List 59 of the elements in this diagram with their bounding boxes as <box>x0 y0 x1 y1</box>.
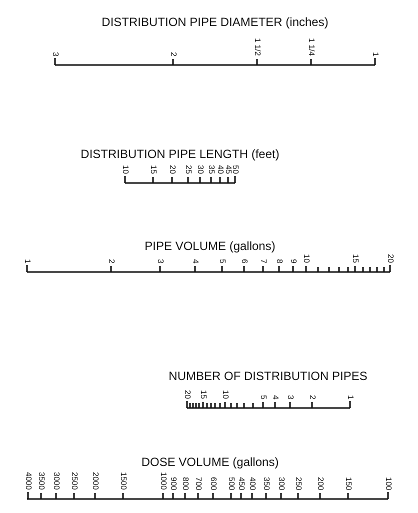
tick-label: 2 <box>308 394 316 399</box>
tick-label: 3 <box>51 52 59 56</box>
tick-label: 6 <box>240 258 248 263</box>
scale-title: DOSE VOLUME (gallons) <box>141 455 279 469</box>
tick-label: 15 <box>351 254 359 263</box>
tick-label: 4 <box>271 394 279 399</box>
tick-label: 20 <box>183 390 191 399</box>
scale-title: DISTRIBUTION PIPE LENGTH (feet) <box>80 147 280 161</box>
tick-label: 300 <box>277 476 285 490</box>
tick-label: 1500 <box>119 472 127 490</box>
tick-label: 15 <box>199 390 207 399</box>
tick-label: 7 <box>259 258 267 263</box>
tick-label: 2 <box>107 258 115 263</box>
tick-label: 20 <box>168 165 176 174</box>
tick-label: 10 <box>121 165 129 174</box>
tick-label: 1 <box>371 52 379 56</box>
tick-label: 3 <box>156 258 164 263</box>
tick-label: 10 <box>221 390 229 399</box>
tick-label: 1 1/2 <box>253 38 261 56</box>
tick-label: 200 <box>316 476 324 490</box>
tick-label: 10 <box>302 254 310 263</box>
tick-label: 400 <box>248 476 256 490</box>
scale-title: NUMBER OF DISTRIBUTION PIPES <box>168 369 368 383</box>
tick-label: 350 <box>262 476 270 490</box>
tick-label: 9 <box>289 258 297 263</box>
tick-label: 50 <box>231 165 239 174</box>
tick-label: 25 <box>184 165 192 174</box>
tick-label: 15 <box>149 165 157 174</box>
tick-label: 40 <box>216 165 224 174</box>
tick-label: 20 <box>386 254 394 263</box>
tick-label: 1000 <box>159 472 167 490</box>
tick-label: 2500 <box>70 472 78 490</box>
tick-label: 800 <box>181 476 189 490</box>
tick-label: 150 <box>344 476 352 490</box>
tick-label: 30 <box>196 165 204 174</box>
tick-label: 3000 <box>52 472 60 490</box>
tick-label: 3500 <box>37 472 45 490</box>
scale-title: DISTRIBUTION PIPE DIAMETER (inches) <box>102 15 328 29</box>
tick-label: 4000 <box>24 472 32 490</box>
tick-label: 450 <box>237 476 245 490</box>
tick-label: 600 <box>209 476 217 490</box>
tick-label: 2 <box>169 52 177 56</box>
tick-label: 700 <box>194 476 202 490</box>
tick-label: 250 <box>294 476 302 490</box>
tick-label: 900 <box>169 476 177 490</box>
tick-label: 1 1/4 <box>307 38 315 56</box>
tick-label: 100 <box>384 476 392 490</box>
tick-label: 3 <box>286 394 294 399</box>
tick-label: 35 <box>207 165 215 174</box>
tick-label: 5 <box>259 394 267 399</box>
tick-label: 1 <box>23 258 31 263</box>
scale-title: PIPE VOLUME (gallons) <box>144 239 276 253</box>
tick-label: 45 <box>224 165 232 174</box>
tick-label: 5 <box>218 258 226 263</box>
tick-label: 4 <box>191 258 199 263</box>
tick-label: 2000 <box>91 472 99 490</box>
tick-label: 8 <box>275 258 283 263</box>
tick-label: 500 <box>227 476 235 490</box>
tick-label: 1 <box>346 394 354 399</box>
